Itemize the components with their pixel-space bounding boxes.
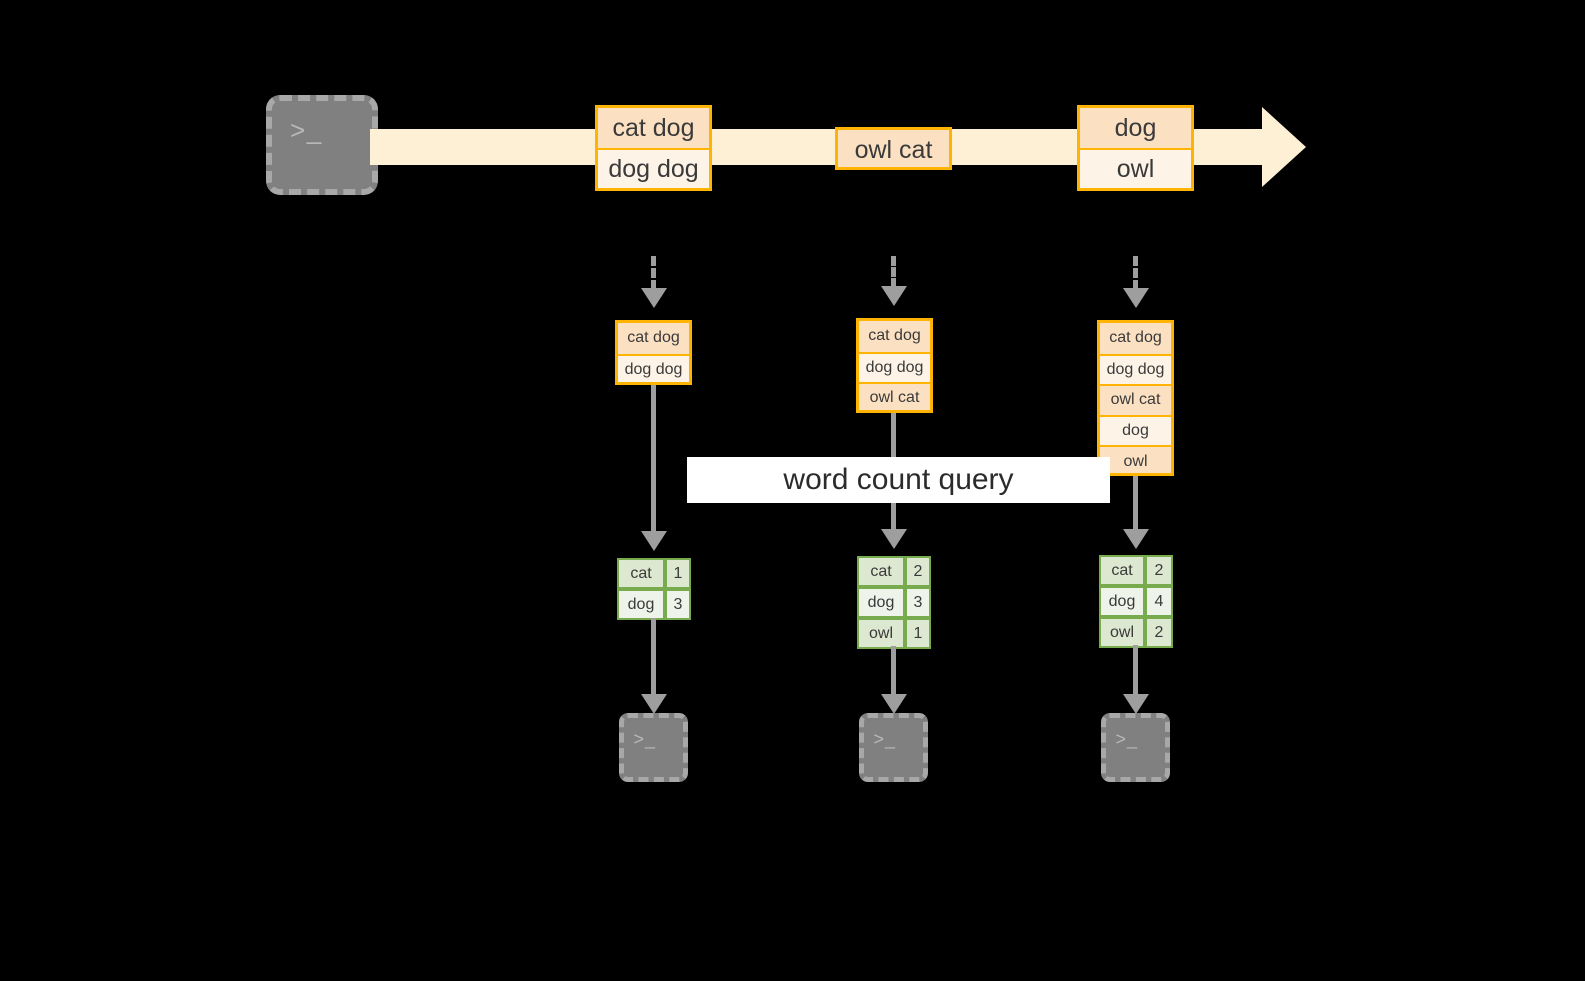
- result-count-cell: 2: [905, 556, 931, 587]
- state-record: dog dog: [618, 353, 689, 382]
- connector-arrowhead-icon: [1123, 288, 1149, 308]
- stream-record: owl cat: [838, 130, 949, 167]
- result-count-cell: 3: [665, 589, 691, 620]
- state-table: cat dog dog dog: [615, 320, 692, 385]
- query-label-text: word count query: [783, 463, 1014, 496]
- result-word-cell: dog: [1099, 586, 1145, 617]
- stream-direction-arrow-icon: [1262, 107, 1306, 187]
- stream-to-state-connector: [891, 256, 896, 288]
- state-record: cat dog: [859, 321, 930, 352]
- stream-record: dog dog: [598, 148, 709, 188]
- stream-batch: cat dog dog dog: [595, 105, 712, 191]
- result-word-cell: cat: [857, 556, 905, 587]
- terminal-prompt-glyph: >_: [873, 728, 897, 749]
- state-record: dog dog: [859, 351, 930, 383]
- source-terminal-icon: >_: [266, 95, 378, 195]
- terminal-prompt-glyph: >_: [1115, 728, 1139, 749]
- state-table: cat dog dog dog owl cat dog owl: [1097, 320, 1174, 476]
- sink-terminal-icon: >_: [1101, 713, 1170, 782]
- stream-record: owl: [1080, 148, 1191, 188]
- result-word-cell: dog: [857, 587, 905, 618]
- connector-arrowhead-icon: [881, 694, 907, 714]
- stream-batch: dog owl: [1077, 105, 1194, 191]
- terminal-prompt-glyph: >_: [633, 728, 657, 749]
- connector-arrowhead-icon: [641, 531, 667, 551]
- connector-arrowhead-icon: [1123, 694, 1149, 714]
- connector-arrowhead-icon: [881, 529, 907, 549]
- result-count-cell: 2: [1145, 555, 1173, 586]
- result-word-cell: dog: [617, 589, 665, 620]
- result-count-cell: 3: [905, 587, 931, 618]
- result-to-sink-connector: [651, 618, 656, 696]
- state-record: dog: [1100, 414, 1171, 446]
- result-table: cat 1 dog 3: [617, 558, 691, 620]
- connector-arrowhead-icon: [881, 286, 907, 306]
- stream-batch: owl cat: [835, 127, 952, 170]
- result-to-sink-connector: [1133, 645, 1138, 696]
- stream-record: dog: [1080, 108, 1191, 148]
- result-to-sink-connector: [891, 646, 896, 696]
- result-word-cell: cat: [617, 558, 665, 589]
- result-count-cell: 1: [905, 618, 931, 649]
- state-to-result-connector: [651, 385, 656, 533]
- connector-arrowhead-icon: [641, 694, 667, 714]
- connector-arrowhead-icon: [1123, 529, 1149, 549]
- stream-to-state-connector: [651, 256, 656, 290]
- query-label: word count query: [687, 457, 1110, 503]
- state-record: cat dog: [618, 323, 689, 354]
- state-record: cat dog: [1100, 323, 1171, 354]
- result-count-cell: 2: [1145, 617, 1173, 648]
- sink-terminal-icon: >_: [859, 713, 928, 782]
- state-record: dog dog: [1100, 353, 1171, 385]
- result-word-cell: owl: [857, 618, 905, 649]
- sink-terminal-icon: >_: [619, 713, 688, 782]
- state-record: owl cat: [859, 382, 930, 410]
- result-table: cat 2 dog 3 owl 1: [857, 556, 931, 649]
- terminal-prompt-glyph: >_: [290, 115, 323, 145]
- result-table: cat 2 dog 4 owl 2: [1099, 555, 1173, 648]
- result-word-cell: owl: [1099, 617, 1145, 648]
- state-record: owl: [1100, 445, 1171, 473]
- result-word-cell: cat: [1099, 555, 1145, 586]
- state-to-result-connector: [1133, 476, 1138, 531]
- result-count-cell: 4: [1145, 586, 1173, 617]
- state-table: cat dog dog dog owl cat: [856, 318, 933, 413]
- state-record: owl cat: [1100, 384, 1171, 415]
- result-count-cell: 1: [665, 558, 691, 589]
- stream-to-state-connector: [1133, 256, 1138, 290]
- stream-record: cat dog: [598, 108, 709, 148]
- connector-arrowhead-icon: [641, 288, 667, 308]
